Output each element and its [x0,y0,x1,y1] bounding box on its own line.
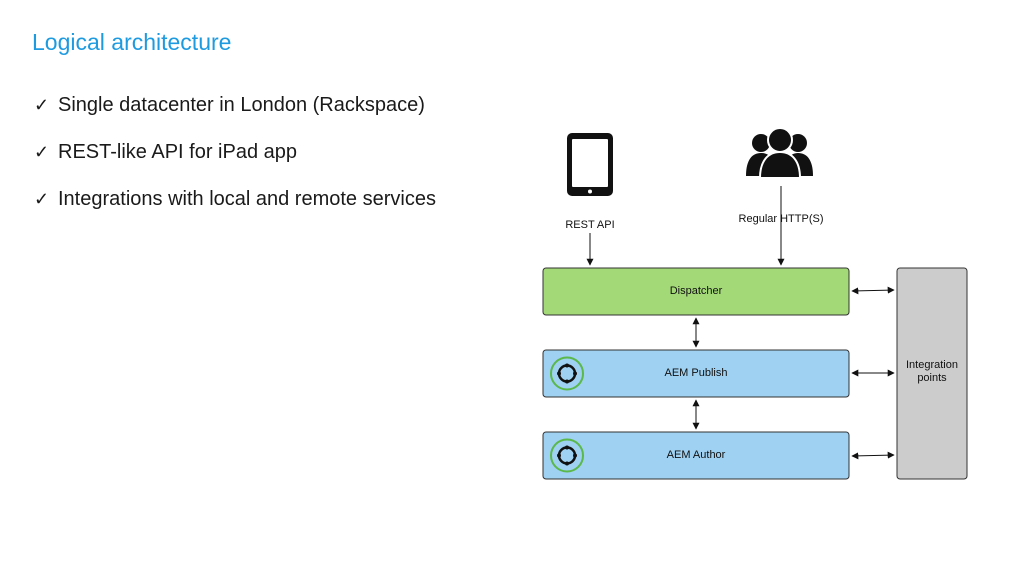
dispatcher-label: Dispatcher [670,285,723,297]
users-group-icon [746,127,813,179]
author-integration-arrow [851,451,895,460]
integration-label-line1: Integration [906,359,958,371]
aem-author-box: AEM Author [542,431,850,480]
aem-logo-icon [550,356,584,391]
check-mark-icon: ✓ [34,94,50,115]
bullet-item: ✓ Single datacenter in London (Rackspace… [34,93,436,117]
bullet-text: Single datacenter in London (Rackspace) [58,93,425,116]
bullet-text: REST-like API for iPad app [58,140,298,163]
publish-label: AEM Publish [665,367,728,379]
bullet-list: ✓ Single datacenter in London (Rackspace… [34,93,436,234]
dispatcher-integration-arrow [851,286,895,295]
tablet-icon [567,133,613,196]
check-mark-icon: ✓ [34,141,50,162]
slide-title: Logical architecture [32,29,232,55]
dispatcher-box: Dispatcher [542,267,850,316]
rest-api-label: REST API [565,219,614,231]
integration-label-line2: points [917,372,947,384]
aem-logo-icon [550,438,584,473]
bullet-item: ✓ Integrations with local and remote ser… [34,187,436,211]
author-label: AEM Author [667,449,726,461]
bullet-item: ✓ REST-like API for iPad app [34,140,436,164]
bullet-text: Integrations with local and remote servi… [58,187,436,210]
aem-publish-box: AEM Publish [542,349,850,398]
check-mark-icon: ✓ [34,188,50,209]
integration-points-box: Integration points [896,267,968,480]
